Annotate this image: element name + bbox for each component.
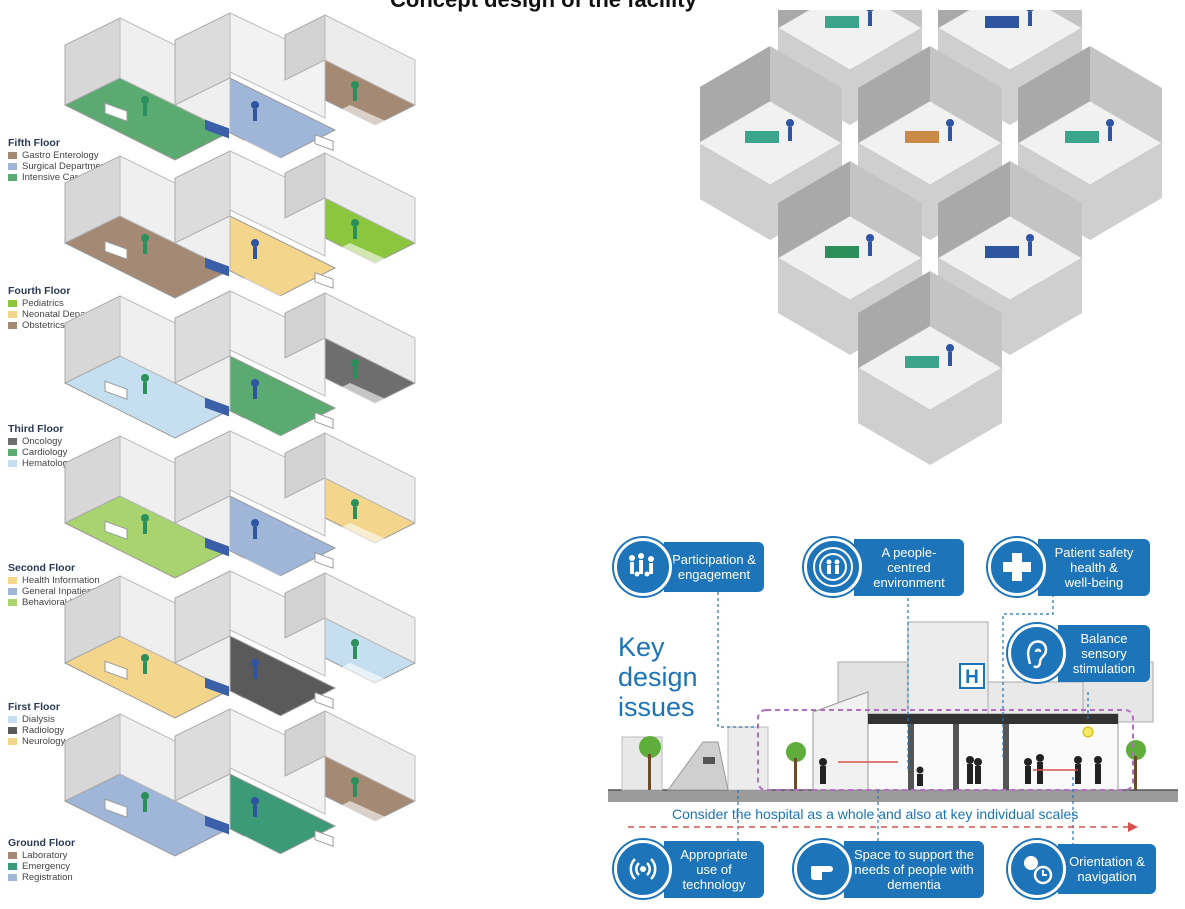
issue-people-centred: A people- centred environment [804,538,964,596]
issue-technology: Appropriate use of technology [614,840,764,898]
issue-dementia: Space to support the needs of people wit… [794,840,984,898]
page-title: Concept design of the facility [390,0,697,13]
floor-illustration [63,708,417,866]
department-swatch [8,863,17,870]
department-label: Emergency [22,861,71,872]
department-label: Neurology [22,736,66,747]
department-label: Behavioral Health [22,597,97,608]
department-legend-item: Hematology [8,458,73,469]
department-legend-item: Dialysis [8,714,65,725]
hex-room [1017,46,1163,240]
department-label: Registration [22,872,73,883]
floor-illustration [63,150,417,308]
signal-icon [614,840,672,898]
issue-participation: Participation & engagement [614,538,764,596]
department-legend-item: Laboratory [8,850,75,861]
department-label: Dialysis [22,714,55,725]
floor-name: Third Floor [8,423,64,435]
people-target-icon [804,538,862,596]
issue-sensory: Balance sensory stimulation [1008,624,1150,682]
department-legend-item: Radiology [8,725,65,736]
department-legend-item: Neonatal Department [8,309,117,320]
department-label: Health Information [22,575,100,586]
department-swatch [8,322,17,329]
department-label: Oncology [22,436,63,447]
department-label: Pediatrics [22,298,64,309]
floor-name: First Floor [8,701,60,713]
department-legend-item: Registration [8,872,75,883]
floor-illustration [63,12,417,170]
department-label: Radiology [22,725,65,736]
department-swatch [8,163,17,170]
floor-name: Ground Floor [8,837,76,849]
floor-name: Second Floor [8,562,76,574]
hospital-sign: H [965,667,979,688]
department-swatch [8,852,17,859]
department-swatch [8,577,17,584]
issue-orientation: Orientation & navigation [1008,840,1156,898]
department-label: Surgical Department [22,161,109,172]
department-swatch [8,874,17,881]
issue-patient-safety: Patient safety health & well-being [988,538,1150,596]
ear-icon [1008,624,1066,682]
key-design-issues-title: Key design issues [618,632,698,722]
department-swatch [8,311,17,318]
department-swatch [8,438,17,445]
floor-illustration [63,570,417,728]
department-legend-item: General Inpatient Care [8,586,118,597]
department-legend-item: Behavioral Health [8,597,118,608]
department-swatch [8,599,17,606]
department-legend-item: Neurology [8,736,65,747]
department-legend-item: Emergency [8,861,75,872]
department-legend-item: Health Information [8,575,118,586]
department-label: Cardiology [22,447,68,458]
department-label: Gastro Enterology [22,150,99,161]
hex-room [857,271,1003,465]
department-legend-item: Oncology [8,436,73,447]
hand-icon [794,840,852,898]
medical-cross-icon [988,538,1046,596]
street-scene-svg: H [608,592,1178,852]
department-label: Hematology [22,458,73,469]
scale-caption: Consider the hospital as a whole and als… [672,806,1079,822]
department-swatch [8,727,17,734]
people-group-icon [614,538,672,596]
department-legend-item: Cardiology [8,447,73,458]
floor-illustration [63,290,417,448]
department-legend-item: Intensive Care Unit [8,172,109,183]
department-swatch [8,716,17,723]
department-legend-item: Surgical Department [8,161,109,172]
department-swatch [8,300,17,307]
department-legend-item: Gastro Enterology [8,150,109,161]
department-swatch [8,588,17,595]
department-label: General Inpatient Care [22,586,119,597]
floor-name: Fifth Floor [8,137,60,149]
hex-rooms-svg [697,0,1163,465]
department-swatch [8,460,17,467]
department-swatch [8,449,17,456]
department-swatch [8,152,17,159]
department-label: Neonatal Department [22,309,113,320]
clock-gear-icon [1008,840,1066,898]
department-swatch [8,738,17,745]
department-swatch [8,174,17,181]
floor-name: Fourth Floor [8,285,71,297]
department-label: Laboratory [22,850,68,861]
floor-illustration [63,430,417,588]
department-label: Intensive Care Unit [22,172,103,183]
department-legend-item: Pediatrics [8,298,117,309]
hex-rooms-illustration [697,0,1180,505]
key-design-issues-diagram: H [608,532,1178,902]
